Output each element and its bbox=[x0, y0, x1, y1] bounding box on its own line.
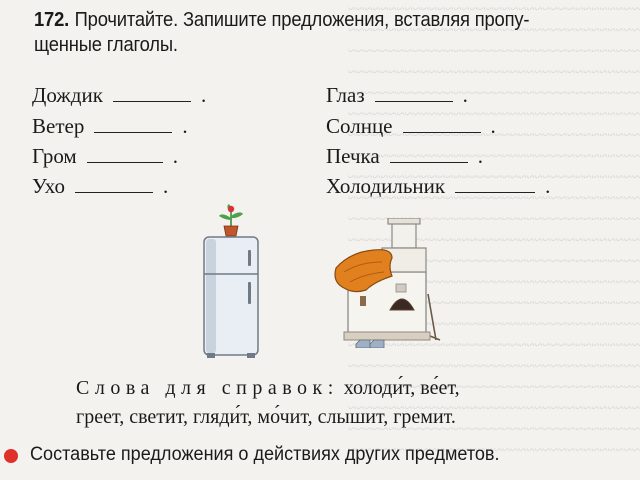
extra-task: Составьте предложения о действиях других… bbox=[30, 444, 500, 465]
task-instruction-line2: щенные глаголы. bbox=[34, 34, 178, 56]
sentence-noun: Солнце bbox=[326, 114, 393, 138]
sentence-row: Холодильник. bbox=[326, 173, 550, 199]
task-heading: 172.Прочитайте. Запишите предложения, вс… bbox=[34, 8, 586, 58]
sentence-row: Солнце. bbox=[326, 113, 496, 139]
answer-blank[interactable] bbox=[86, 144, 163, 163]
sentence-row: Дождик. bbox=[32, 82, 206, 108]
fridge-with-flower-illustration bbox=[203, 204, 259, 358]
sentence-noun: Гром bbox=[32, 144, 77, 168]
sentence-row: Ухо. bbox=[32, 173, 168, 199]
sentence-end: . bbox=[162, 174, 169, 198]
answer-blank[interactable] bbox=[112, 83, 191, 102]
stove-illustration bbox=[334, 218, 441, 348]
reference-line2: греет, светит, гляди́т, мо́чит, слышит, … bbox=[76, 406, 456, 428]
sentence-noun: Печка bbox=[326, 144, 380, 168]
task-instruction-line1: Прочитайте. Запишите предложения, вставл… bbox=[74, 9, 530, 31]
bullet-icon bbox=[4, 449, 18, 463]
sentence-end: . bbox=[545, 174, 551, 198]
sentence-row: Печка. bbox=[326, 143, 483, 169]
answer-blank[interactable] bbox=[374, 83, 453, 102]
sentence-end: . bbox=[490, 114, 496, 138]
reference-line1: холоди́т, ве́ет, bbox=[343, 377, 460, 399]
sentence-end: . bbox=[182, 114, 188, 138]
sentence-noun: Ухо bbox=[32, 174, 65, 198]
answer-blank[interactable] bbox=[94, 114, 173, 133]
sentence-noun: Ветер bbox=[32, 114, 85, 138]
sentence-row: Глаз. bbox=[326, 82, 468, 108]
answer-blank[interactable] bbox=[74, 174, 153, 193]
sentence-row: Ветер. bbox=[32, 113, 188, 139]
sentence-noun: Дождик bbox=[32, 83, 103, 107]
reference-words: Слова для справок: холоди́т, ве́ет, грее… bbox=[76, 374, 460, 432]
answer-blank[interactable] bbox=[389, 144, 468, 163]
sentence-end: . bbox=[462, 83, 468, 107]
sentence-end: . bbox=[172, 144, 178, 168]
sentence-noun: Глаз bbox=[326, 83, 365, 107]
sentence-row: Гром. bbox=[32, 143, 178, 169]
task-number: 172. bbox=[34, 9, 70, 31]
answer-blank[interactable] bbox=[455, 174, 536, 193]
reference-label: Слова для справок: bbox=[76, 377, 339, 399]
sentence-end: . bbox=[477, 144, 483, 168]
answer-blank[interactable] bbox=[402, 114, 481, 133]
sentence-noun: Холодильник bbox=[326, 174, 446, 198]
sentence-end: . bbox=[200, 83, 207, 107]
